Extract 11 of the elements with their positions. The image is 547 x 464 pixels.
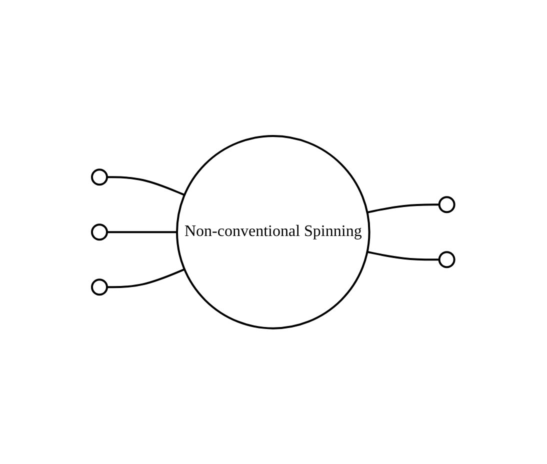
connector — [107, 176, 186, 196]
node-circle: Non-conventional Spinning — [176, 134, 371, 330]
node-circle — [91, 168, 108, 186]
node-circle — [91, 278, 108, 296]
node-circle — [438, 251, 456, 268]
node-circle — [438, 196, 456, 213]
connector — [367, 250, 440, 260]
node-circle — [91, 224, 108, 240]
connector — [107, 268, 186, 288]
connector — [107, 231, 178, 233]
connector — [367, 204, 440, 214]
